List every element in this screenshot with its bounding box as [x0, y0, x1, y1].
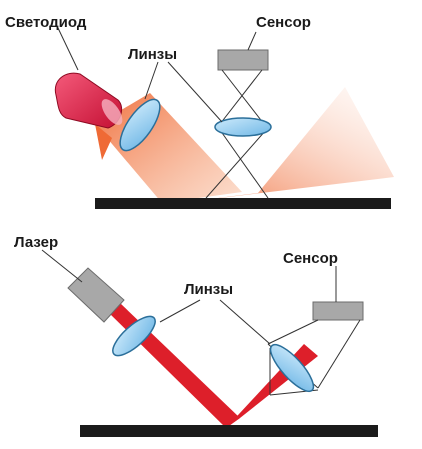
- top-sensor-leader: [247, 31, 257, 51]
- top-sensor-icon: [217, 49, 269, 71]
- bottom-lenses-leader-left: [159, 299, 201, 323]
- top-sensor-label: Сенсор: [256, 14, 311, 31]
- led-leader: [57, 27, 79, 71]
- laser-incident-beam: [108, 303, 240, 428]
- top-source-lens-icon: [119, 98, 161, 152]
- bottom-sensor-lens-icon: [269, 343, 315, 393]
- bottom-sensor-label: Сенсор: [283, 250, 338, 267]
- laser-label: Лазер: [14, 234, 58, 251]
- top-surface: [95, 198, 391, 209]
- bottom-diagram: Лазер Линзы Сенсор: [14, 234, 378, 437]
- laser-leader: [41, 249, 83, 283]
- top-lenses-leader-left: [144, 61, 159, 100]
- bottom-source-lens-icon: [112, 315, 156, 357]
- bottom-sensor-icon: [312, 301, 364, 321]
- top-sensor-lens-icon: [214, 117, 272, 137]
- led-icon: [54, 72, 123, 129]
- bottom-surface: [80, 425, 378, 437]
- led-reflected-beam: [178, 87, 394, 203]
- top-sensor-rays: [205, 69, 269, 199]
- bottom-lenses-label: Линзы: [184, 281, 233, 298]
- top-lenses-leader-right: [167, 61, 223, 123]
- led-beam-tip: [95, 124, 112, 160]
- top-lenses-label: Линзы: [128, 46, 177, 63]
- bottom-lenses-leader-right: [219, 299, 271, 345]
- led-label: Светодиод: [5, 14, 87, 31]
- top-diagram: Светодиод Линзы Сенсор: [5, 14, 394, 209]
